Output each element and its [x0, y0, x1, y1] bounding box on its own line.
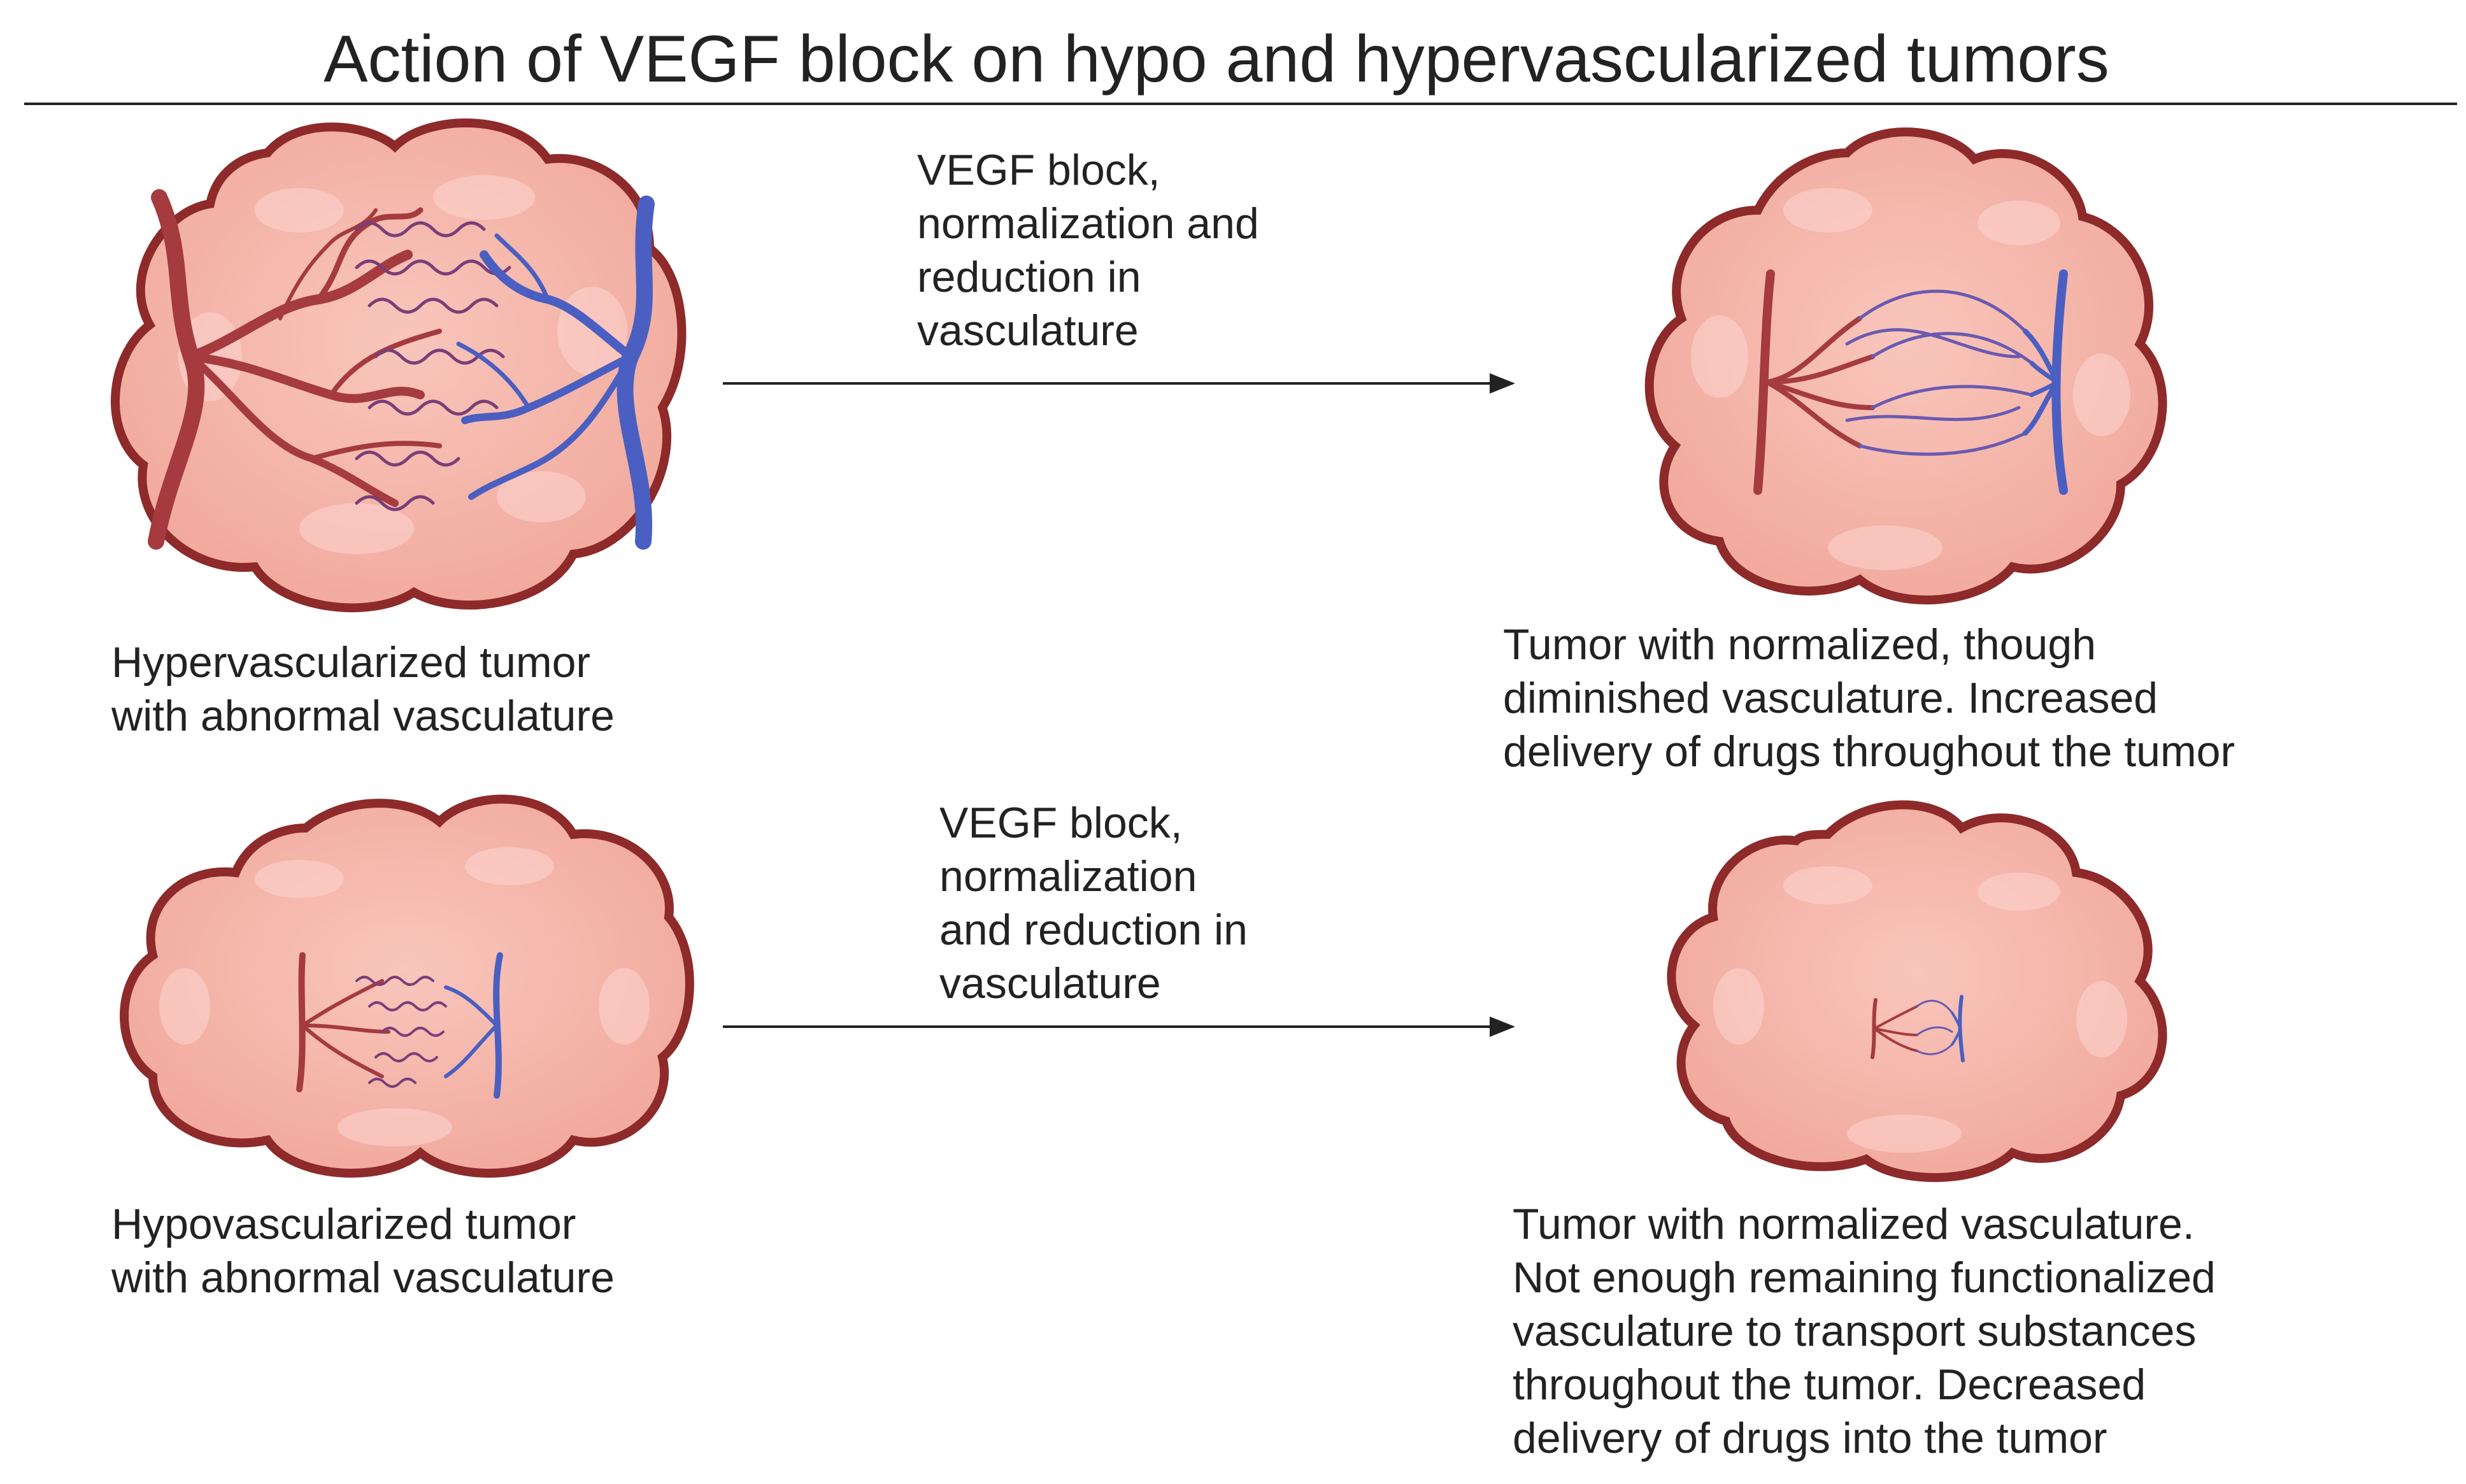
caption-line: delivery of drugs into the tumor: [1513, 1414, 2107, 1462]
caption-line: delivery of drugs throughout the tumor: [1503, 727, 2235, 776]
artery-network: [1753, 269, 1875, 495]
vein-network: [1951, 995, 1965, 1062]
bottom-arrow-label-line: and reduction in: [939, 906, 1248, 954]
vein-network: [444, 952, 503, 1099]
bottom-arrow-label: VEGF block, normalization and reduction …: [939, 799, 1260, 1008]
tumor-body: [120, 794, 694, 1178]
caption-line: Tumor with normalized vasculature.: [1513, 1200, 2195, 1248]
top-arrow-label-line: reduction in: [917, 253, 1141, 301]
small-normalized-tumor-icon: [1667, 800, 2167, 1182]
tumor-lobes: [1691, 188, 2130, 570]
hypervascularized-tumor-icon: [110, 118, 687, 613]
tumor-lobes: [159, 847, 650, 1146]
tumor-lobes: [1713, 866, 2127, 1153]
top-arrow-label-line: VEGF block,: [917, 146, 1160, 194]
bottom-arrow-label-line: normalization: [939, 852, 1197, 901]
vein-network: [456, 196, 655, 550]
caption-line: with abnormal vasculature: [111, 692, 615, 740]
bottom-arrow-label-line: VEGF block,: [939, 799, 1183, 847]
caption-line: throughout the tumor. Decreased: [1513, 1360, 2146, 1409]
normalized-tumor-icon: [1644, 127, 2167, 604]
diagram-title: Action of VEGF block on hypo and hyperva…: [324, 22, 2109, 96]
caption-hypo-before: Hypovascularized tumor with abnormal vas…: [111, 1200, 615, 1302]
caption-hyper-after: Tumor with normalized, though diminished…: [1503, 620, 2235, 776]
caption-line: with abnormal vasculature: [111, 1253, 615, 1302]
vein-network: [2023, 269, 2068, 495]
artery-network: [296, 952, 390, 1092]
caption-line: vasculature to transport substances: [1513, 1307, 2196, 1355]
tortuous-capillaries: [355, 221, 511, 511]
caption-line: diminished vasculature. Increased: [1503, 674, 2158, 722]
hypovascularized-tumor-icon: [120, 794, 694, 1178]
bottom-arrow-label-line: vasculature: [939, 959, 1161, 1008]
top-arrow-label-line: vasculature: [917, 306, 1139, 355]
caption-line: Tumor with normalized, though: [1503, 620, 2096, 669]
caption-line: Not enough remaining functionalized: [1513, 1253, 2216, 1302]
top-arrow-label-line: normalization and: [917, 199, 1259, 248]
caption-hyper-before: Hypervascularized tumor with abnormal va…: [111, 638, 615, 740]
caption-line: Hypervascularized tumor: [111, 638, 590, 687]
artery-network: [1871, 998, 1918, 1059]
caption-line: Hypovascularized tumor: [111, 1200, 576, 1248]
caption-hypo-after: Tumor with normalized vasculature. Not e…: [1513, 1200, 2228, 1462]
tortuous-capillaries: [355, 976, 447, 1088]
top-arrow-label: VEGF block, normalization and reduction …: [917, 146, 1271, 355]
normalized-capillaries: [1845, 289, 2034, 456]
normalized-capillaries: [1916, 999, 1953, 1055]
tumor-body: [1644, 127, 2167, 604]
